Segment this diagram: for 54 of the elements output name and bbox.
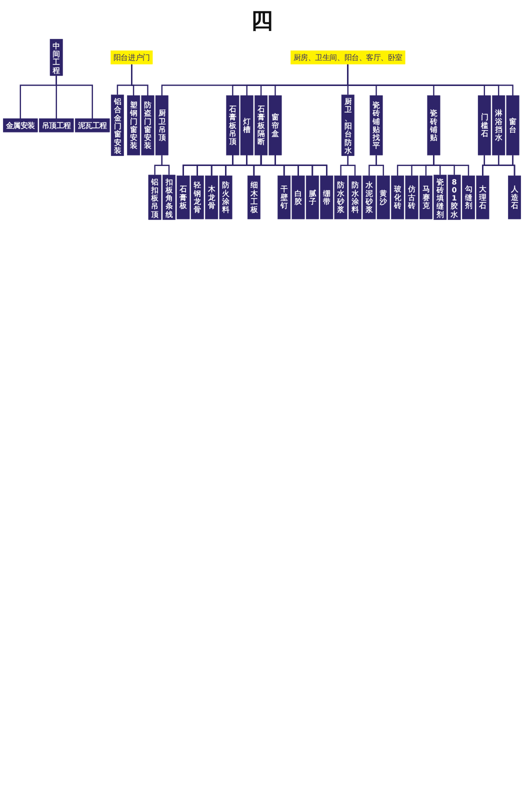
node-box — [290, 50, 406, 64]
node-box — [127, 95, 140, 156]
node-box — [334, 176, 348, 220]
node-box — [268, 95, 282, 156]
node-box — [419, 176, 432, 220]
node-box — [50, 38, 63, 76]
node-box — [478, 95, 491, 156]
node-box — [254, 95, 268, 156]
node-box — [348, 176, 362, 220]
node-box — [226, 95, 240, 156]
node-box — [448, 174, 461, 220]
node-box — [370, 95, 383, 156]
node-box — [508, 176, 521, 220]
node-box — [405, 176, 418, 220]
node-box — [362, 176, 376, 220]
node-box — [190, 176, 204, 220]
node-box — [141, 95, 154, 156]
node-box — [247, 176, 260, 220]
node-box — [292, 176, 305, 220]
node-box — [427, 95, 440, 156]
node-box — [38, 118, 74, 132]
node-box — [391, 176, 404, 220]
node-box — [155, 95, 168, 156]
node-box — [341, 94, 354, 156]
node-box — [306, 176, 319, 220]
node-box — [110, 50, 153, 64]
diagram-title: 四 — [251, 8, 273, 36]
connector — [274, 155, 328, 176]
node-box — [506, 95, 520, 156]
node-box — [176, 176, 190, 220]
connector — [161, 155, 170, 175]
node-box — [205, 176, 218, 220]
connector — [512, 155, 516, 176]
node-box — [476, 176, 490, 220]
node-box — [320, 176, 334, 220]
node-box — [3, 118, 38, 132]
connector — [347, 156, 356, 176]
connector — [260, 155, 328, 176]
node-box — [434, 174, 447, 220]
node-box — [492, 95, 506, 156]
connector — [131, 64, 148, 96]
connector — [376, 155, 384, 176]
connector — [498, 155, 516, 176]
node-box — [162, 174, 176, 220]
node-box — [462, 176, 475, 220]
node-box — [219, 176, 232, 220]
connector — [433, 155, 470, 176]
connector — [56, 76, 93, 118]
node-box — [110, 94, 124, 156]
node-box — [278, 176, 291, 220]
node-box — [240, 95, 254, 156]
node-box — [74, 118, 110, 132]
node-box — [376, 176, 390, 220]
node-box — [148, 174, 162, 220]
